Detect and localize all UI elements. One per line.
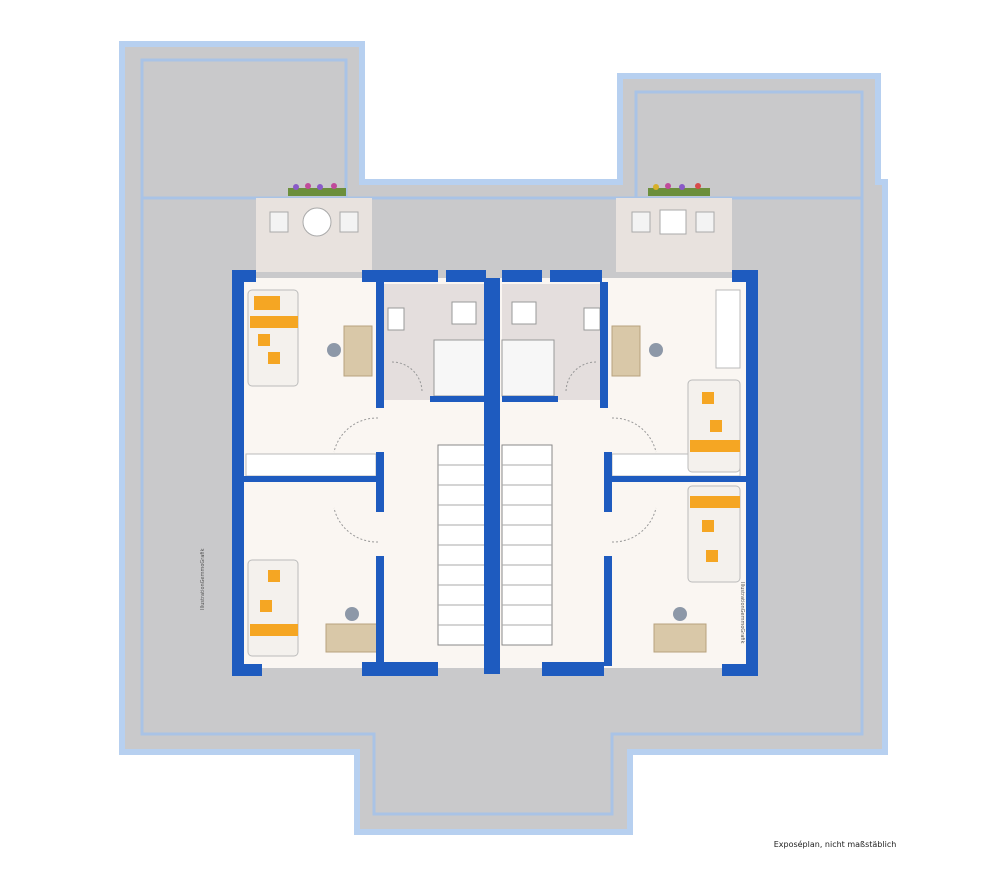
chair-top-right <box>649 343 663 357</box>
walls <box>232 270 758 676</box>
bed-top-left <box>247 289 299 387</box>
bed-bottom-right <box>687 485 741 583</box>
toilet-left <box>451 301 477 325</box>
desk-bottom-right <box>653 623 707 653</box>
sink-left <box>387 307 405 331</box>
wardrobe-left <box>245 453 377 477</box>
chair-top-left <box>327 343 341 357</box>
staircase-right <box>501 444 553 646</box>
flower-box-right <box>648 183 710 196</box>
desk-top-right <box>611 325 641 377</box>
balcony-left <box>256 198 372 272</box>
desk-top-left <box>343 325 373 377</box>
sink-right <box>583 307 601 331</box>
chair-bottom-left <box>345 607 359 621</box>
credit-label-left: IllustrationGemmoGrafik <box>200 548 206 610</box>
plan-caption: Exposéplan, nicht maßstäblich <box>773 840 897 849</box>
bed-top-right <box>687 379 741 473</box>
bed-bottom-left <box>247 559 299 657</box>
credit-label-right: IllustrationGemmoGrafik <box>739 582 745 644</box>
door-swings <box>333 361 657 543</box>
staircase-left <box>437 444 489 646</box>
shower-right <box>501 339 555 397</box>
toilet-right <box>511 301 537 325</box>
shower-left <box>433 339 487 397</box>
balcony-right <box>616 198 732 272</box>
wardrobe-top-right <box>715 289 741 369</box>
chair-bottom-right <box>673 607 687 621</box>
desk-bottom-left <box>325 623 379 653</box>
flower-box-left <box>288 183 346 196</box>
